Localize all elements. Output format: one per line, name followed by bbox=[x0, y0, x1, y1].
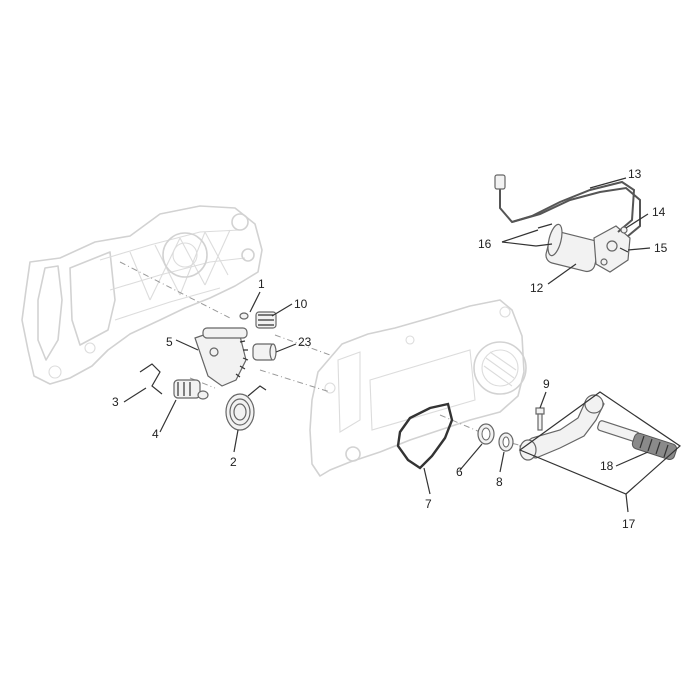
callout-6: 6 bbox=[456, 465, 463, 479]
callout-2: 2 bbox=[230, 455, 237, 469]
part-4-driven-gear[interactable] bbox=[173, 379, 209, 400]
part-8-seal[interactable] bbox=[498, 432, 514, 452]
callout-18: 18 bbox=[600, 459, 614, 473]
part-6-washer[interactable] bbox=[477, 423, 495, 445]
part-10-pinion[interactable] bbox=[255, 311, 277, 329]
part-17-kickstart-lever[interactable] bbox=[519, 394, 640, 461]
part-3-clip[interactable] bbox=[139, 363, 163, 395]
part-1-ring[interactable] bbox=[239, 312, 249, 320]
callout-12: 12 bbox=[530, 281, 544, 295]
callout-8: 8 bbox=[496, 475, 503, 489]
part-18-rubber-grip[interactable] bbox=[631, 432, 678, 461]
callout-5: 5 bbox=[166, 335, 173, 349]
part-13-cable[interactable] bbox=[494, 174, 641, 237]
leader-lines bbox=[123, 177, 681, 513]
callout-23: 23 bbox=[298, 335, 312, 349]
callout-14: 14 bbox=[652, 205, 666, 219]
part-9-bolt[interactable] bbox=[535, 407, 545, 431]
part-23-bushing[interactable] bbox=[252, 343, 277, 361]
callout-16: 16 bbox=[478, 237, 492, 251]
part-15-screw[interactable] bbox=[619, 247, 629, 253]
callout-9: 9 bbox=[543, 377, 550, 391]
callout-7: 7 bbox=[425, 497, 432, 511]
callout-10: 10 bbox=[294, 297, 308, 311]
part-2-spring[interactable] bbox=[225, 385, 267, 431]
callout-3: 3 bbox=[112, 395, 119, 409]
callout-4: 4 bbox=[152, 427, 159, 441]
part-5-gear-sector[interactable] bbox=[194, 327, 249, 387]
part-12-starter-motor[interactable] bbox=[544, 223, 631, 273]
left-crankcase bbox=[21, 205, 263, 385]
part-14-washer[interactable] bbox=[620, 226, 628, 234]
callout-labels: 1 10 23 5 3 4 2 7 6 8 9 13 14 15 16 12 1… bbox=[112, 167, 668, 531]
callout-17: 17 bbox=[622, 517, 636, 531]
callout-1: 1 bbox=[258, 277, 265, 291]
part-7-gasket[interactable] bbox=[396, 402, 454, 470]
callout-13: 13 bbox=[628, 167, 642, 181]
callout-15: 15 bbox=[654, 241, 668, 255]
crankcase-cover bbox=[309, 299, 527, 477]
part-16-screws[interactable] bbox=[535, 223, 553, 247]
